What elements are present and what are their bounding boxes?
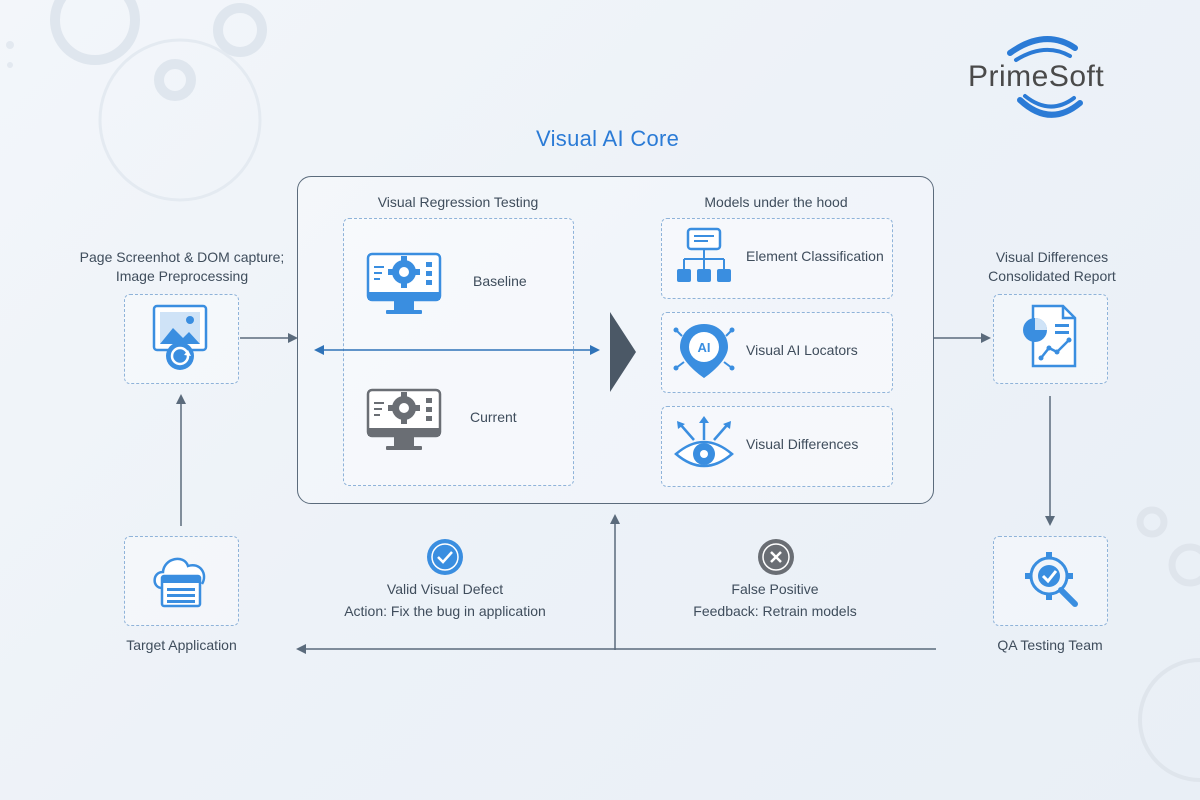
ai-pin-icon: AI — [673, 324, 735, 378]
decorative-gears-bottom-right — [1136, 506, 1200, 782]
decorative-gears-top-left — [6, 0, 267, 202]
valid-defect-line1: Valid Visual Defect — [386, 581, 504, 597]
arrow-core-to-report — [933, 333, 991, 343]
model-label-1: Element Classification — [746, 248, 884, 264]
report-caption-line1: Visual Differences — [995, 249, 1109, 265]
false-positive-caption: False Positive Feedback: Retrain models — [665, 580, 885, 621]
input-caption-line1: Page Screenhot & DOM capture; — [79, 249, 285, 265]
models-heading: Models under the hood — [704, 194, 848, 210]
brand-name: PrimeSoft — [968, 60, 1105, 93]
hierarchy-icon — [677, 227, 731, 282]
logo-swoosh-icon — [1007, 36, 1083, 118]
close-circle-icon — [758, 539, 794, 575]
compare-double-arrow — [314, 345, 600, 355]
baseline-monitor-icon — [366, 252, 442, 314]
report-caption: Visual Differences Consolidated Report — [965, 248, 1139, 286]
baseline-label: Baseline — [473, 273, 527, 289]
valid-defect-line2: Action: Fix the bug in application — [344, 603, 546, 619]
input-caption-line2: Image Preprocessing — [115, 268, 249, 284]
eye-arrows-icon — [674, 416, 734, 468]
false-positive-line1: False Positive — [731, 581, 819, 597]
chevron-right-icon — [610, 312, 636, 392]
gear-check-icon — [1025, 552, 1078, 607]
report-caption-line2: Consolidated Report — [988, 268, 1116, 284]
arrow-report-to-qa — [1045, 396, 1055, 526]
vrt-heading: Visual Regression Testing — [377, 194, 539, 210]
arrow-qa-to-target — [296, 644, 936, 654]
target-application-label: Target Application — [126, 637, 237, 653]
brand-logo: PrimeSoft — [960, 28, 1120, 128]
input-caption: Page Screenhot & DOM capture; Image Prep… — [70, 248, 294, 286]
model-label-3: Visual Differences — [746, 436, 859, 452]
false-positive-line2: Feedback: Retrain models — [693, 603, 857, 619]
image-refresh-icon — [152, 304, 208, 370]
core-title: Visual AI Core — [536, 126, 680, 151]
valid-defect-caption: Valid Visual Defect Action: Fix the bug … — [325, 580, 565, 621]
report-chart-icon — [1023, 304, 1077, 368]
current-monitor-icon — [366, 388, 442, 450]
cloud-app-icon — [153, 557, 206, 608]
svg-text:AI: AI — [698, 340, 711, 355]
arrow-input-to-core — [240, 333, 298, 343]
arrow-feedback-to-core — [610, 514, 620, 650]
current-label: Current — [470, 409, 517, 425]
arrow-target-to-input — [176, 394, 186, 526]
model-label-2: Visual AI Locators — [746, 342, 858, 358]
check-circle-icon — [427, 539, 463, 575]
qa-team-label: QA Testing Team — [997, 637, 1103, 653]
